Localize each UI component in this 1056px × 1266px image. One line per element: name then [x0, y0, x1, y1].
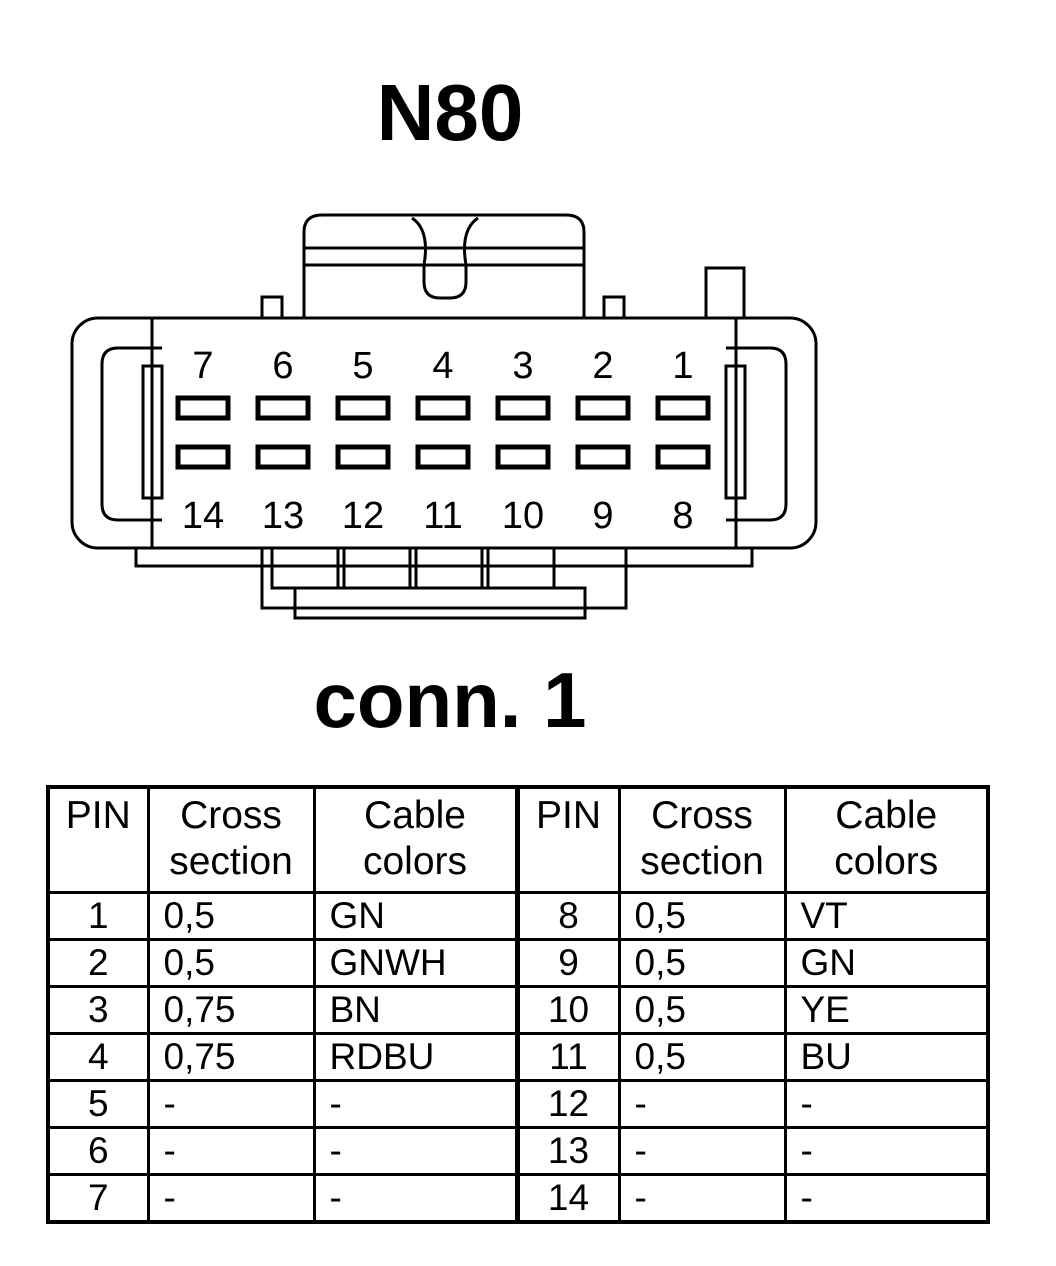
pin-label-1: 1 [672, 345, 693, 387]
table-row: 2 0,5 GNWH 9 0,5 GN [46, 938, 990, 988]
pin-label-8: 8 [672, 495, 693, 537]
pin-cell: 12 [515, 1079, 621, 1129]
cross-section-cell: 0,5 [617, 938, 787, 988]
pin-label-14: 14 [182, 495, 224, 537]
cross-section-cell: - [617, 1079, 787, 1129]
pin-slot-4 [415, 395, 471, 421]
cable-color-cell: - [312, 1126, 520, 1176]
pin-label-10: 10 [502, 495, 544, 537]
table-row: 4 0,75 RDBU 11 0,5 BU [46, 1032, 990, 1082]
table-row: 7 - - 14 - - [46, 1173, 990, 1224]
pin-cell: 9 [515, 938, 621, 988]
cross-section-cell: - [617, 1126, 787, 1176]
pin-slot-2 [575, 395, 631, 421]
cross-section-cell: - [617, 1173, 787, 1224]
cable-color-cell: GN [312, 891, 520, 941]
pin-label-5: 5 [352, 345, 373, 387]
cross-section-cell: 0,5 [617, 985, 787, 1035]
header-pin: PIN [515, 785, 621, 894]
pin-label-12: 12 [342, 495, 384, 537]
cross-section-cell: 0,5 [617, 1032, 787, 1082]
pin-label-3: 3 [512, 345, 533, 387]
pin-cell: 3 [46, 985, 150, 1035]
pin-label-11: 11 [423, 495, 462, 537]
cross-section-cell: 0,5 [617, 891, 787, 941]
cable-color-cell: - [783, 1173, 990, 1224]
pin-cell: 13 [515, 1126, 621, 1176]
pin-label-9: 9 [592, 495, 613, 537]
cable-color-cell: GNWH [312, 938, 520, 988]
cable-color-cell: BN [312, 985, 520, 1035]
cable-color-cell: RDBU [312, 1032, 520, 1082]
pin-slot-6 [255, 395, 311, 421]
pin-slot-11 [415, 444, 471, 470]
pin-cell: 2 [46, 938, 150, 988]
cross-section-cell: 0,75 [146, 985, 316, 1035]
pin-slot-1 [655, 395, 711, 421]
connector-label: conn. 1 [313, 656, 587, 744]
cable-color-cell: - [783, 1079, 990, 1129]
cable-color-cell: VT [783, 891, 990, 941]
cross-section-cell: 0,5 [146, 891, 316, 941]
pin-slot-12 [335, 444, 391, 470]
cable-color-cell: GN [783, 938, 990, 988]
cross-section-cell: 0,75 [146, 1032, 316, 1082]
pin-cell: 1 [46, 891, 150, 941]
cable-color-cell: BU [783, 1032, 990, 1082]
pin-cell: 4 [46, 1032, 150, 1082]
pin-cell: 5 [46, 1079, 150, 1129]
cross-section-cell: - [146, 1079, 316, 1129]
pin-label-6: 6 [272, 345, 293, 387]
pin-slot-9 [575, 444, 631, 470]
table-row: 5 - - 12 - - [46, 1079, 990, 1129]
pin-label-4: 4 [432, 345, 453, 387]
pin-slot-5 [335, 395, 391, 421]
cable-color-cell: - [312, 1079, 520, 1129]
cable-color-cell: - [312, 1173, 520, 1224]
table-row: 6 - - 13 - - [46, 1126, 990, 1176]
connector-drawing: 7 6 5 4 3 2 1 14 13 12 11 10 9 8 [70, 213, 818, 620]
pin-cell: 10 [515, 985, 621, 1035]
pin-label-2: 2 [592, 345, 613, 387]
cable-color-cell: - [783, 1126, 990, 1176]
pin-slot-7 [175, 395, 231, 421]
pin-cell: 11 [515, 1032, 621, 1082]
cross-section-cell: - [146, 1173, 316, 1224]
pin-label-13: 13 [262, 495, 304, 537]
cable-color-cell: YE [783, 985, 990, 1035]
diagram-title: N80 [376, 68, 524, 157]
pin-cell: 8 [515, 891, 621, 941]
cross-section-cell: - [146, 1126, 316, 1176]
pin-slot-8 [655, 444, 711, 470]
pin-slot-3 [495, 395, 551, 421]
cross-section-cell: 0,5 [146, 938, 316, 988]
pin-cell: 14 [515, 1173, 621, 1224]
pin-cell: 7 [46, 1173, 150, 1224]
pin-label-7: 7 [192, 345, 213, 387]
pin-cell: 6 [46, 1126, 150, 1176]
pin-slot-10 [495, 444, 551, 470]
table-row: 1 0,5 GN 8 0,5 VT [46, 891, 990, 941]
header-pin: PIN [46, 785, 150, 894]
pin-slot-13 [255, 444, 311, 470]
table-row: 3 0,75 BN 10 0,5 YE [46, 985, 990, 1035]
pin-slot-14 [175, 444, 231, 470]
